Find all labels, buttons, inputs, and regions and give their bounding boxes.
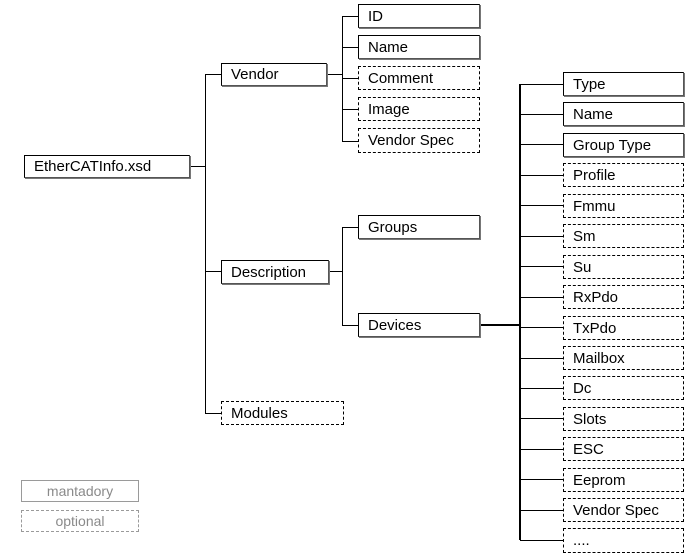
edge-device-child-5	[520, 236, 563, 237]
node-label: Dc	[573, 379, 592, 397]
node-root-ethercatinfo-xsd[interactable]: EtherCATInfo.xsd	[24, 155, 190, 178]
node-device-dc[interactable]: Dc	[563, 376, 684, 400]
node-device-more[interactable]: ....	[563, 528, 684, 553]
edge-vendor-child-2	[342, 78, 358, 79]
node-label: Sm	[573, 227, 596, 245]
node-vendor-spec[interactable]: Vendor Spec	[358, 128, 480, 153]
edge-device-child-11	[520, 418, 563, 419]
node-description[interactable]: Description	[221, 260, 329, 284]
node-device-su[interactable]: Su	[563, 255, 684, 279]
node-device-esc[interactable]: ESC	[563, 437, 684, 461]
edge-description-trunk	[342, 227, 343, 326]
node-device-txpdo[interactable]: TxPdo	[563, 316, 684, 340]
node-label: Vendor Spec	[368, 132, 454, 149]
node-device-vendor-spec[interactable]: Vendor Spec	[563, 498, 684, 522]
node-label: TxPdo	[573, 319, 617, 337]
edge-device-child-7	[520, 297, 563, 298]
node-label: Devices	[368, 316, 422, 334]
node-device-sm[interactable]: Sm	[563, 224, 684, 248]
node-label: ....	[573, 532, 590, 549]
edge-vendor-stub	[327, 74, 342, 75]
edge-device-child-1	[520, 114, 563, 115]
edge-device-child-3	[520, 175, 563, 176]
edge-vendor-trunk	[342, 16, 343, 142]
edge-device-child-10	[520, 388, 563, 389]
edge-vendor-child-0	[342, 16, 358, 17]
node-vendor-comment[interactable]: Comment	[358, 66, 480, 90]
node-modules[interactable]: Modules	[221, 401, 344, 425]
node-label: Groups	[368, 218, 418, 236]
node-label: ESC	[573, 440, 604, 458]
edge-trunk-vendor	[205, 74, 221, 75]
node-device-type[interactable]: Type	[563, 72, 684, 96]
edge-device-child-2	[520, 144, 563, 145]
edge-device-child-6	[520, 266, 563, 267]
node-label: Eeprom	[573, 471, 626, 489]
legend-label: mantadory	[46, 483, 114, 499]
legend-optional: optional	[21, 510, 139, 532]
node-label: Group Type	[573, 136, 652, 154]
edge-device-child-12	[520, 449, 563, 450]
edge-device-child-4	[520, 205, 563, 206]
node-label: Type	[573, 75, 606, 93]
node-label: Image	[368, 100, 410, 118]
node-vendor-name[interactable]: Name	[358, 35, 480, 59]
node-label: RxPdo	[573, 288, 619, 306]
edge-trunk-description	[205, 271, 221, 272]
edge-device-child-0	[520, 84, 563, 85]
node-label: Vendor	[231, 66, 279, 83]
edge-vendor-child-1	[342, 47, 358, 48]
edge-device-child-8	[520, 327, 563, 328]
node-device-group-type[interactable]: Group Type	[563, 133, 684, 157]
node-device-slots[interactable]: Slots	[563, 407, 684, 431]
node-label: Comment	[368, 69, 434, 87]
edge-root-trunk	[205, 74, 206, 413]
edge-description-stub	[329, 271, 342, 272]
node-device-eeprom[interactable]: Eeprom	[563, 468, 684, 492]
edge-description-child-0	[342, 227, 358, 228]
node-vendor-id[interactable]: ID	[358, 4, 480, 28]
node-vendor-image[interactable]: Image	[358, 97, 480, 121]
edge-device-child-15	[520, 540, 563, 541]
node-label: Su	[573, 258, 592, 276]
node-label: Profile	[573, 166, 616, 184]
node-device-mailbox[interactable]: Mailbox	[563, 346, 684, 370]
node-device-fmmu[interactable]: Fmmu	[563, 194, 684, 218]
node-device-rxpdo[interactable]: RxPdo	[563, 285, 684, 309]
edge-devices-stub	[480, 324, 520, 326]
legend-label: optional	[55, 513, 105, 529]
edge-device-child-14	[520, 510, 563, 511]
edge-description-child-1	[342, 325, 358, 326]
node-label: Fmmu	[573, 197, 616, 215]
edge-trunk-modules	[205, 413, 221, 414]
node-label: Mailbox	[573, 349, 625, 367]
node-label: Name	[368, 38, 409, 56]
edge-devices-trunk	[519, 84, 521, 540]
node-label: Slots	[573, 410, 607, 428]
node-devices[interactable]: Devices	[358, 313, 480, 337]
edge-device-child-13	[520, 479, 563, 480]
legend-mandatory: mantadory	[21, 480, 139, 502]
edge-vendor-child-3	[342, 109, 358, 110]
node-label: Name	[573, 105, 614, 123]
node-vendor[interactable]: Vendor	[221, 63, 327, 86]
node-groups[interactable]: Groups	[358, 215, 480, 239]
node-label: EtherCATInfo.xsd	[34, 158, 152, 175]
node-label: Description	[231, 263, 307, 281]
node-label: ID	[368, 7, 383, 25]
edge-device-child-9	[520, 358, 563, 359]
node-device-profile[interactable]: Profile	[563, 163, 684, 187]
node-label: Modules	[231, 404, 288, 422]
node-label: Vendor Spec	[573, 501, 659, 519]
node-device-name[interactable]: Name	[563, 102, 684, 126]
edge-root-stub	[190, 166, 205, 167]
edge-vendor-child-4	[342, 141, 358, 142]
